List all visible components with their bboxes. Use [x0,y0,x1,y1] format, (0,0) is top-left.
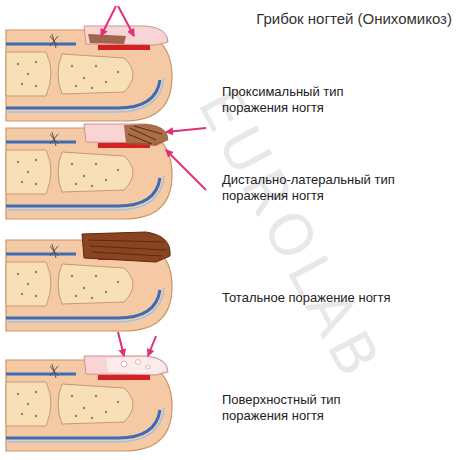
type-label: Тотальное поражение ногтя [222,290,402,306]
watermark: EUROLAB [188,80,391,391]
type-label: Проксимальный тип поражения ногтя [222,84,402,116]
diagram-title: Грибок ногтей (Онихомикоз) [256,10,452,28]
type-label: Дистально-латеральный тип поражения ногт… [222,172,402,204]
type-label: Поверхностный тип поражения ногтя [222,392,402,424]
